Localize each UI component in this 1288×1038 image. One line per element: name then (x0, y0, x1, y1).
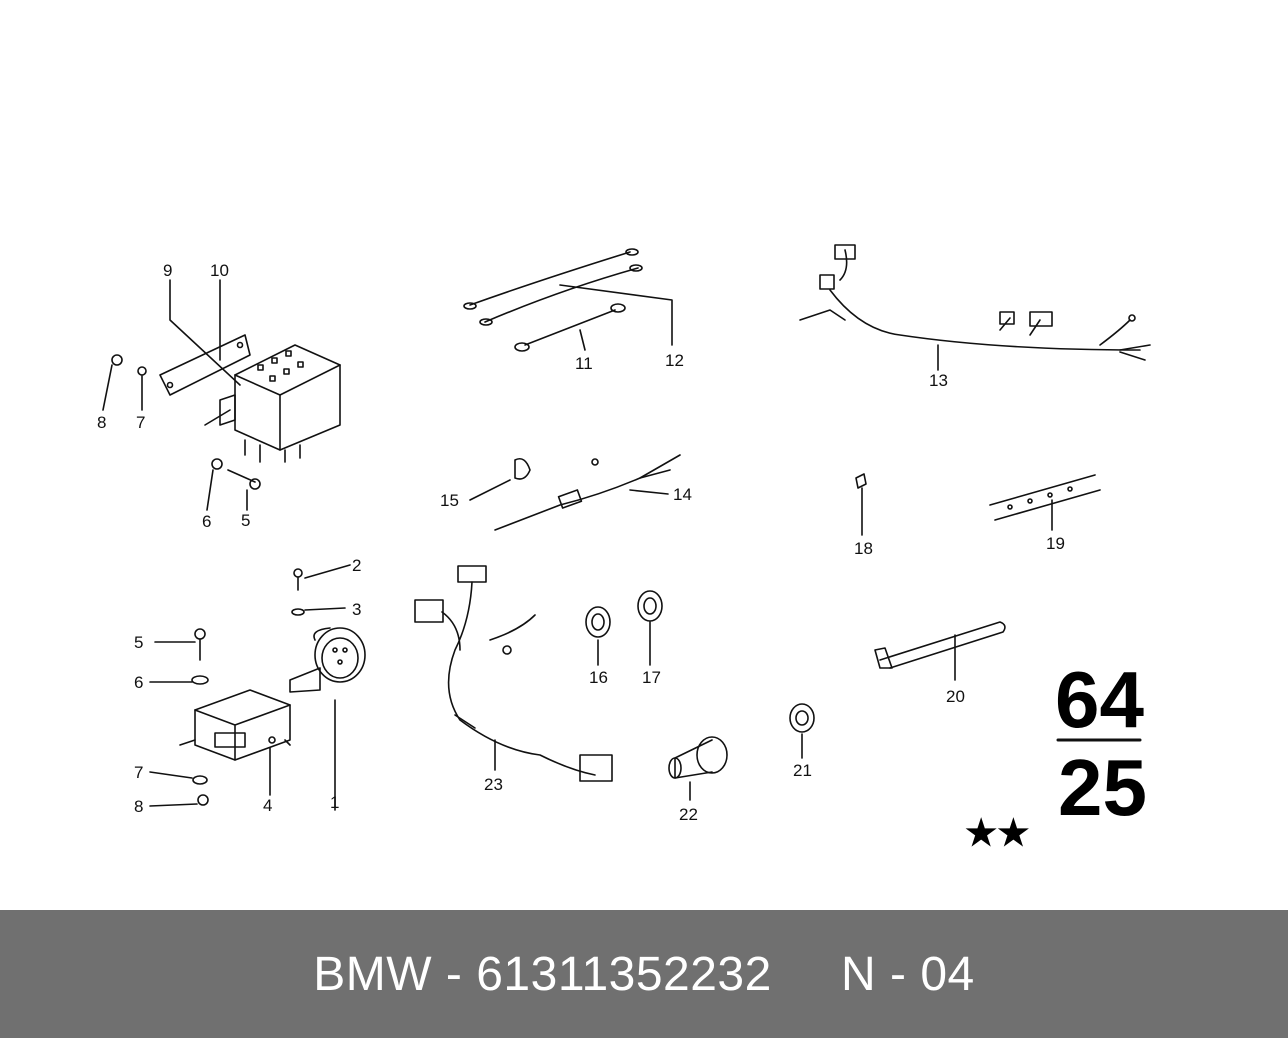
brand-label: BMW (313, 947, 433, 1001)
cable-tie (874, 621, 1006, 681)
separator: - (432, 947, 477, 1001)
part-suffix: N - 04 (841, 947, 975, 1001)
callout-22: 22 (679, 805, 698, 824)
callout-11: 11 (575, 354, 593, 373)
group-number-bottom: 25 (1058, 743, 1147, 832)
callout-8: 8 (97, 413, 106, 432)
flasher-unit (289, 564, 366, 811)
callout-15: 15 (440, 491, 459, 510)
callout-4: 4 (263, 796, 272, 815)
grommets (585, 590, 815, 801)
relay-unit (149, 628, 291, 807)
ground-cables (463, 248, 673, 352)
group-number-top: 64 (1055, 655, 1144, 744)
callout-2: 2 (352, 556, 361, 575)
callout-10: 10 (210, 261, 229, 280)
cable-with-clip (469, 454, 681, 531)
parts-diagram: 1 2 3 4 5 6 7 8 9 10 11 12 13 14 15 16 1… (97, 244, 1151, 853)
callout-3: 3 (352, 600, 361, 619)
relay-bracket-assembly (102, 279, 341, 511)
callout-8-lower: 8 (134, 797, 143, 816)
callout-5-lower: 5 (134, 633, 143, 652)
part-number: 61311352232 (476, 947, 772, 1001)
callout-18: 18 (854, 539, 873, 558)
callout-7: 7 (136, 413, 145, 432)
callout-6-lower: 6 (134, 673, 143, 692)
callout-7-lower: 7 (134, 763, 143, 782)
callout-5: 5 (241, 511, 250, 530)
callout-9: 9 (163, 261, 172, 280)
callout-21: 21 (793, 761, 812, 780)
callout-20: 20 (946, 687, 965, 706)
callout-19: 19 (1046, 534, 1065, 553)
callout-1: 1 (330, 793, 339, 812)
sub-harness (414, 565, 613, 782)
callout-13: 13 (929, 371, 948, 390)
clip-and-strip (855, 473, 1101, 536)
callout-16: 16 (589, 668, 608, 687)
callout-labels: 1 2 3 4 5 6 7 8 9 10 11 12 13 14 15 16 1… (97, 261, 1065, 824)
star-rating: ★★ (965, 812, 1030, 853)
callout-23: 23 (484, 775, 503, 794)
part-number-footer: BMW - 61311352232 N - 04 (0, 910, 1288, 1038)
main-wiring-harness (799, 244, 1151, 371)
footer-gap (772, 947, 841, 1002)
callout-17: 17 (642, 668, 661, 687)
callout-6: 6 (202, 512, 211, 531)
callout-14: 14 (673, 485, 692, 504)
callout-12: 12 (665, 351, 684, 370)
